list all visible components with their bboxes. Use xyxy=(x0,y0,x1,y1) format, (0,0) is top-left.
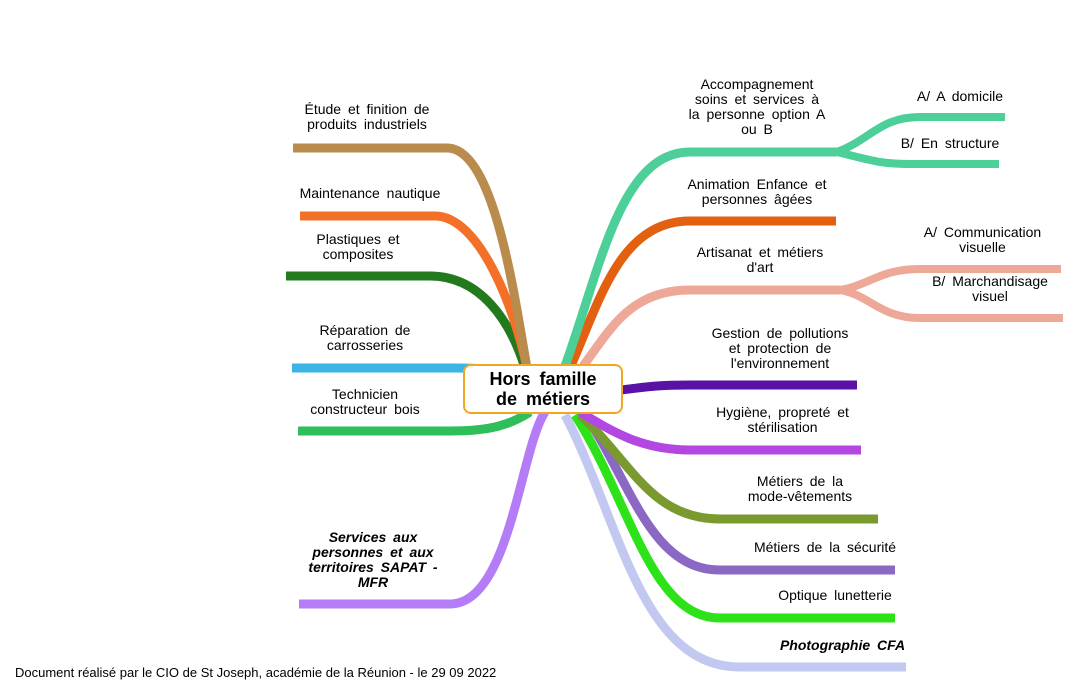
branch-line-hygiene xyxy=(577,408,861,455)
branch-line-mode xyxy=(576,411,878,524)
branch-line-accompagnement xyxy=(560,147,837,368)
branch-line-photographie xyxy=(561,412,906,672)
branch-label-structure: B/ En structure xyxy=(900,135,1000,151)
branch-line-animation xyxy=(565,216,836,370)
branch-label-technicien: Technicien constructeur bois xyxy=(310,386,420,417)
branch-line-domicile xyxy=(835,113,1005,156)
branch-line-artisanat xyxy=(579,285,840,369)
branch-label-hygiene: Hygiène, propreté et stérilisation xyxy=(716,404,849,435)
branch-label-animation: Animation Enfance et personnes âgées xyxy=(687,176,827,207)
branch-label-plastiques: Plastiques et composites xyxy=(316,231,400,262)
branch-label-services: Services aux personnes et aux territoire… xyxy=(308,529,438,590)
branch-line-optique xyxy=(571,412,895,623)
central-topic: Hors famille de métiers xyxy=(463,364,623,414)
branch-label-gestion: Gestion de pollutions et protection de l… xyxy=(711,325,849,371)
branch-label-reparation: Réparation de carrosseries xyxy=(319,322,411,353)
branch-label-artisanat: Artisanat et métiers d'art xyxy=(696,244,824,275)
branch-line-marchandisage xyxy=(839,286,1063,322)
branch-label-securite: Métiers de la sécurité xyxy=(753,539,897,555)
branch-label-etude: Étude et finition de produits industriel… xyxy=(304,101,430,132)
branch-label-mode: Métiers de la mode-vêtements xyxy=(747,473,853,504)
branch-label-maintenance: Maintenance nautique xyxy=(299,185,441,201)
branch-label-marchandisage: B/ Marchandisage visuel xyxy=(932,273,1048,304)
branch-line-technicien xyxy=(298,408,533,436)
branch-line-communication xyxy=(839,265,1061,294)
branch-line-gestion xyxy=(620,380,857,395)
branch-label-domicile: A/ A domicile xyxy=(916,88,1004,104)
branch-label-accompagnement: Accompagnement soins et services à la pe… xyxy=(688,76,826,137)
branch-label-optique: Optique lunetterie xyxy=(778,587,892,603)
branch-line-etude xyxy=(293,143,532,369)
branch-label-communication: A/ Communication visuelle xyxy=(923,224,1042,255)
branch-label-photographie: Photographie CFA xyxy=(779,637,906,653)
footer-credit: Document réalisé par le CIO de St Joseph… xyxy=(15,665,497,680)
branch-line-services xyxy=(299,409,549,609)
branch-line-structure xyxy=(836,148,999,168)
